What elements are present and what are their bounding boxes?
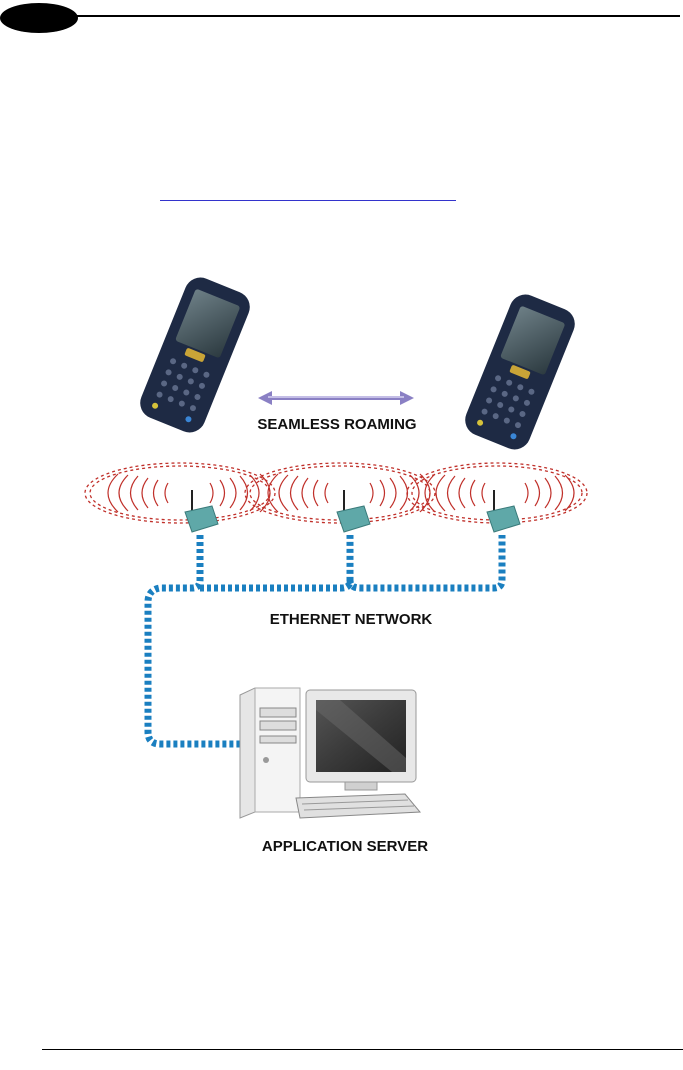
coverage-ring-1 bbox=[90, 466, 270, 520]
ethernet-network-label: ETHERNET NETWORK bbox=[270, 611, 433, 628]
handheld-terminal-left bbox=[135, 273, 254, 438]
access-point-3 bbox=[487, 490, 520, 532]
access-point-2 bbox=[337, 490, 370, 532]
handheld-terminal-right bbox=[460, 290, 579, 455]
coverage-ring-1-outer bbox=[85, 463, 275, 523]
footer-rule bbox=[42, 1049, 683, 1050]
radio-waves bbox=[108, 474, 574, 512]
roaming-arrow bbox=[258, 391, 414, 405]
seamless-roaming-label: SEAMLESS ROAMING bbox=[257, 416, 416, 433]
application-server-label: APPLICATION SERVER bbox=[262, 838, 428, 855]
application-server bbox=[240, 688, 420, 818]
